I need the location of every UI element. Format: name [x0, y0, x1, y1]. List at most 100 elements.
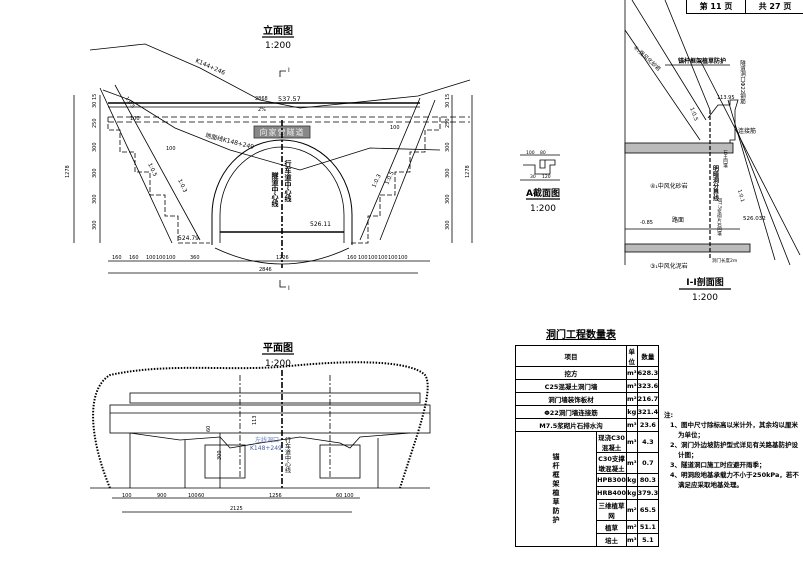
notes-title: 注: — [664, 411, 674, 419]
row-item: HRB400 — [596, 486, 627, 500]
row-unit: kg — [625, 473, 638, 487]
page-current: 第 11 页 — [699, 2, 733, 11]
section-a-scale: 1:200 — [530, 204, 556, 214]
row-item: 挖方 — [515, 366, 627, 380]
section-a-dim-1: 100 — [526, 150, 535, 156]
left-total-height: 1278 — [65, 165, 71, 178]
slope-label-4: 1:0.5 — [384, 170, 396, 186]
small-dim-1: 100 — [130, 116, 140, 122]
note-1: 1、图中尺寸除标高以米计外，其余均以厘米为单位； — [670, 421, 799, 439]
plan-bottom-dim-5: 1256 — [269, 493, 282, 499]
bottom-dim-4: 100 — [156, 255, 166, 261]
anchor-label: 锚杆框架植草防护 — [678, 57, 726, 65]
section-mark-bottom: I — [288, 285, 290, 292]
elevation-title: 立面图 — [263, 24, 293, 37]
plan-vdim-1: 113 — [252, 415, 258, 425]
slope-label: 1:0.5 — [688, 107, 699, 123]
bottom-dim-13: 100 — [398, 255, 408, 261]
plan-mileage: K148+249 — [250, 445, 282, 452]
row-item: 三维植草网 — [596, 499, 627, 521]
total-width: 2846 — [259, 267, 272, 273]
left-vdim-4: 300 — [92, 142, 98, 152]
section-i-title: I-I剖面图 — [686, 276, 723, 288]
left-vdim-2: 30 — [92, 102, 98, 108]
left-vdim-6: 300 — [92, 194, 98, 204]
group-label: 锚杆框架植草防护 — [515, 431, 597, 547]
plan-bottom-dim-6: 60 — [336, 493, 342, 499]
row-unit: m³ — [625, 418, 638, 432]
row-item: Φ22洞门墙连接筋 — [515, 405, 627, 419]
row-qty: 4.3 — [636, 431, 660, 453]
row-unit: m³ — [625, 452, 638, 474]
slope2-label: 1:0.1 — [736, 189, 745, 203]
section-a-dim-2: 80 — [540, 150, 546, 156]
dim-top-label: 113.95 — [717, 95, 735, 101]
row-unit: m² — [625, 520, 638, 534]
header-qty: 数量 — [636, 345, 660, 367]
section-i-scale: 1:200 — [692, 293, 718, 303]
bottom-dim-1: 160 — [112, 255, 122, 261]
row-item: M7.5浆砌片石排水沟 — [515, 418, 627, 432]
bottom-dim-8: 160 — [347, 255, 357, 261]
note-4: 4、明洞段地基承载力不小于250kPa，若不满足应采取地基处理。 — [670, 471, 799, 489]
row-qty: 216.7 — [636, 392, 660, 406]
rock-mid-label: ④₁中风化砂岩 — [650, 182, 688, 190]
page-header: 第 11 页 共 27 页 — [686, 0, 803, 14]
plan-bottom-dim-7: 100 — [344, 493, 354, 499]
plan-bottom-dim-3: 100 — [188, 493, 198, 499]
right-vdim-6: 300 — [445, 194, 451, 204]
note-3: 3、隧道洞口施工时应避开雨季； — [670, 461, 766, 469]
elevation-scale: 1:200 — [265, 41, 291, 51]
row-unit: m² — [625, 392, 638, 406]
row-qty: 628.3 — [636, 366, 660, 380]
section-mark-top: I — [288, 67, 290, 74]
bottom-dim-3: 100 — [146, 255, 156, 261]
wall-label: M7.5浆砌片石回填 — [717, 198, 723, 237]
left-vdim-7: 300 — [92, 220, 98, 230]
bottom-dim-12: 100 — [388, 255, 398, 261]
row-qty: 65.5 — [636, 499, 660, 521]
section-a-title: A截面图 — [526, 187, 560, 199]
slope-label-3: 1:0.3 — [371, 173, 383, 189]
plan-bottom-dim-2: 900 — [157, 493, 167, 499]
elevation-label: 526.032 — [743, 216, 766, 222]
road-center-line-label: 行车道中心线 — [284, 159, 293, 203]
left-vdim-5: 300 — [92, 168, 98, 178]
bottom-dim-6: 360 — [190, 255, 200, 261]
dim-top: 2868 — [255, 96, 268, 102]
elev-small: -0.85 — [640, 220, 653, 226]
right-vdim-1: 15 — [445, 94, 451, 100]
note-2: 2、洞门外边坡防护型式详见有关路基防护设计图； — [670, 441, 799, 459]
table-header-row: 项目 单位 数量 — [515, 345, 660, 367]
slope-label-1: 1:0.5 — [146, 162, 158, 178]
bottom-dim-7: 1226 — [276, 255, 289, 261]
bottom-dim-label: 洞门长度2m — [712, 257, 737, 264]
left-vdim-3: 250 — [92, 118, 98, 128]
plan-center-line: 行车道中心线 — [284, 436, 291, 473]
road-label: 路面 — [672, 216, 684, 224]
row-qty: 323.6 — [636, 379, 660, 393]
row-item: C30支撑墩混凝土 — [596, 452, 627, 474]
row-unit: m³ — [625, 431, 638, 453]
row-qty: 80.3 — [636, 473, 660, 487]
bottom-dim-11: 100 — [378, 255, 388, 261]
right-vdim-4: 300 — [445, 142, 451, 152]
tunnel-center-line-label: 隧道中心线 — [271, 171, 280, 208]
fill-label: 石土回填 — [723, 150, 728, 170]
row-item: 洞门墙装饰板材 — [515, 392, 627, 406]
plan-portal-label: 左线洞口 — [255, 436, 279, 444]
rock-top-label: ④₁强风化砂岩 — [632, 44, 663, 73]
right-vdim-7: 300 — [445, 220, 451, 230]
row-unit: kg — [625, 486, 638, 500]
header-unit: 单位 — [625, 345, 638, 367]
row-qty: 23.6 — [636, 418, 660, 432]
row-item: 现浇C30混凝土 — [596, 431, 627, 453]
bottom-dim-9: 100 — [358, 255, 368, 261]
slope-arrow-label: 2% — [258, 107, 266, 113]
